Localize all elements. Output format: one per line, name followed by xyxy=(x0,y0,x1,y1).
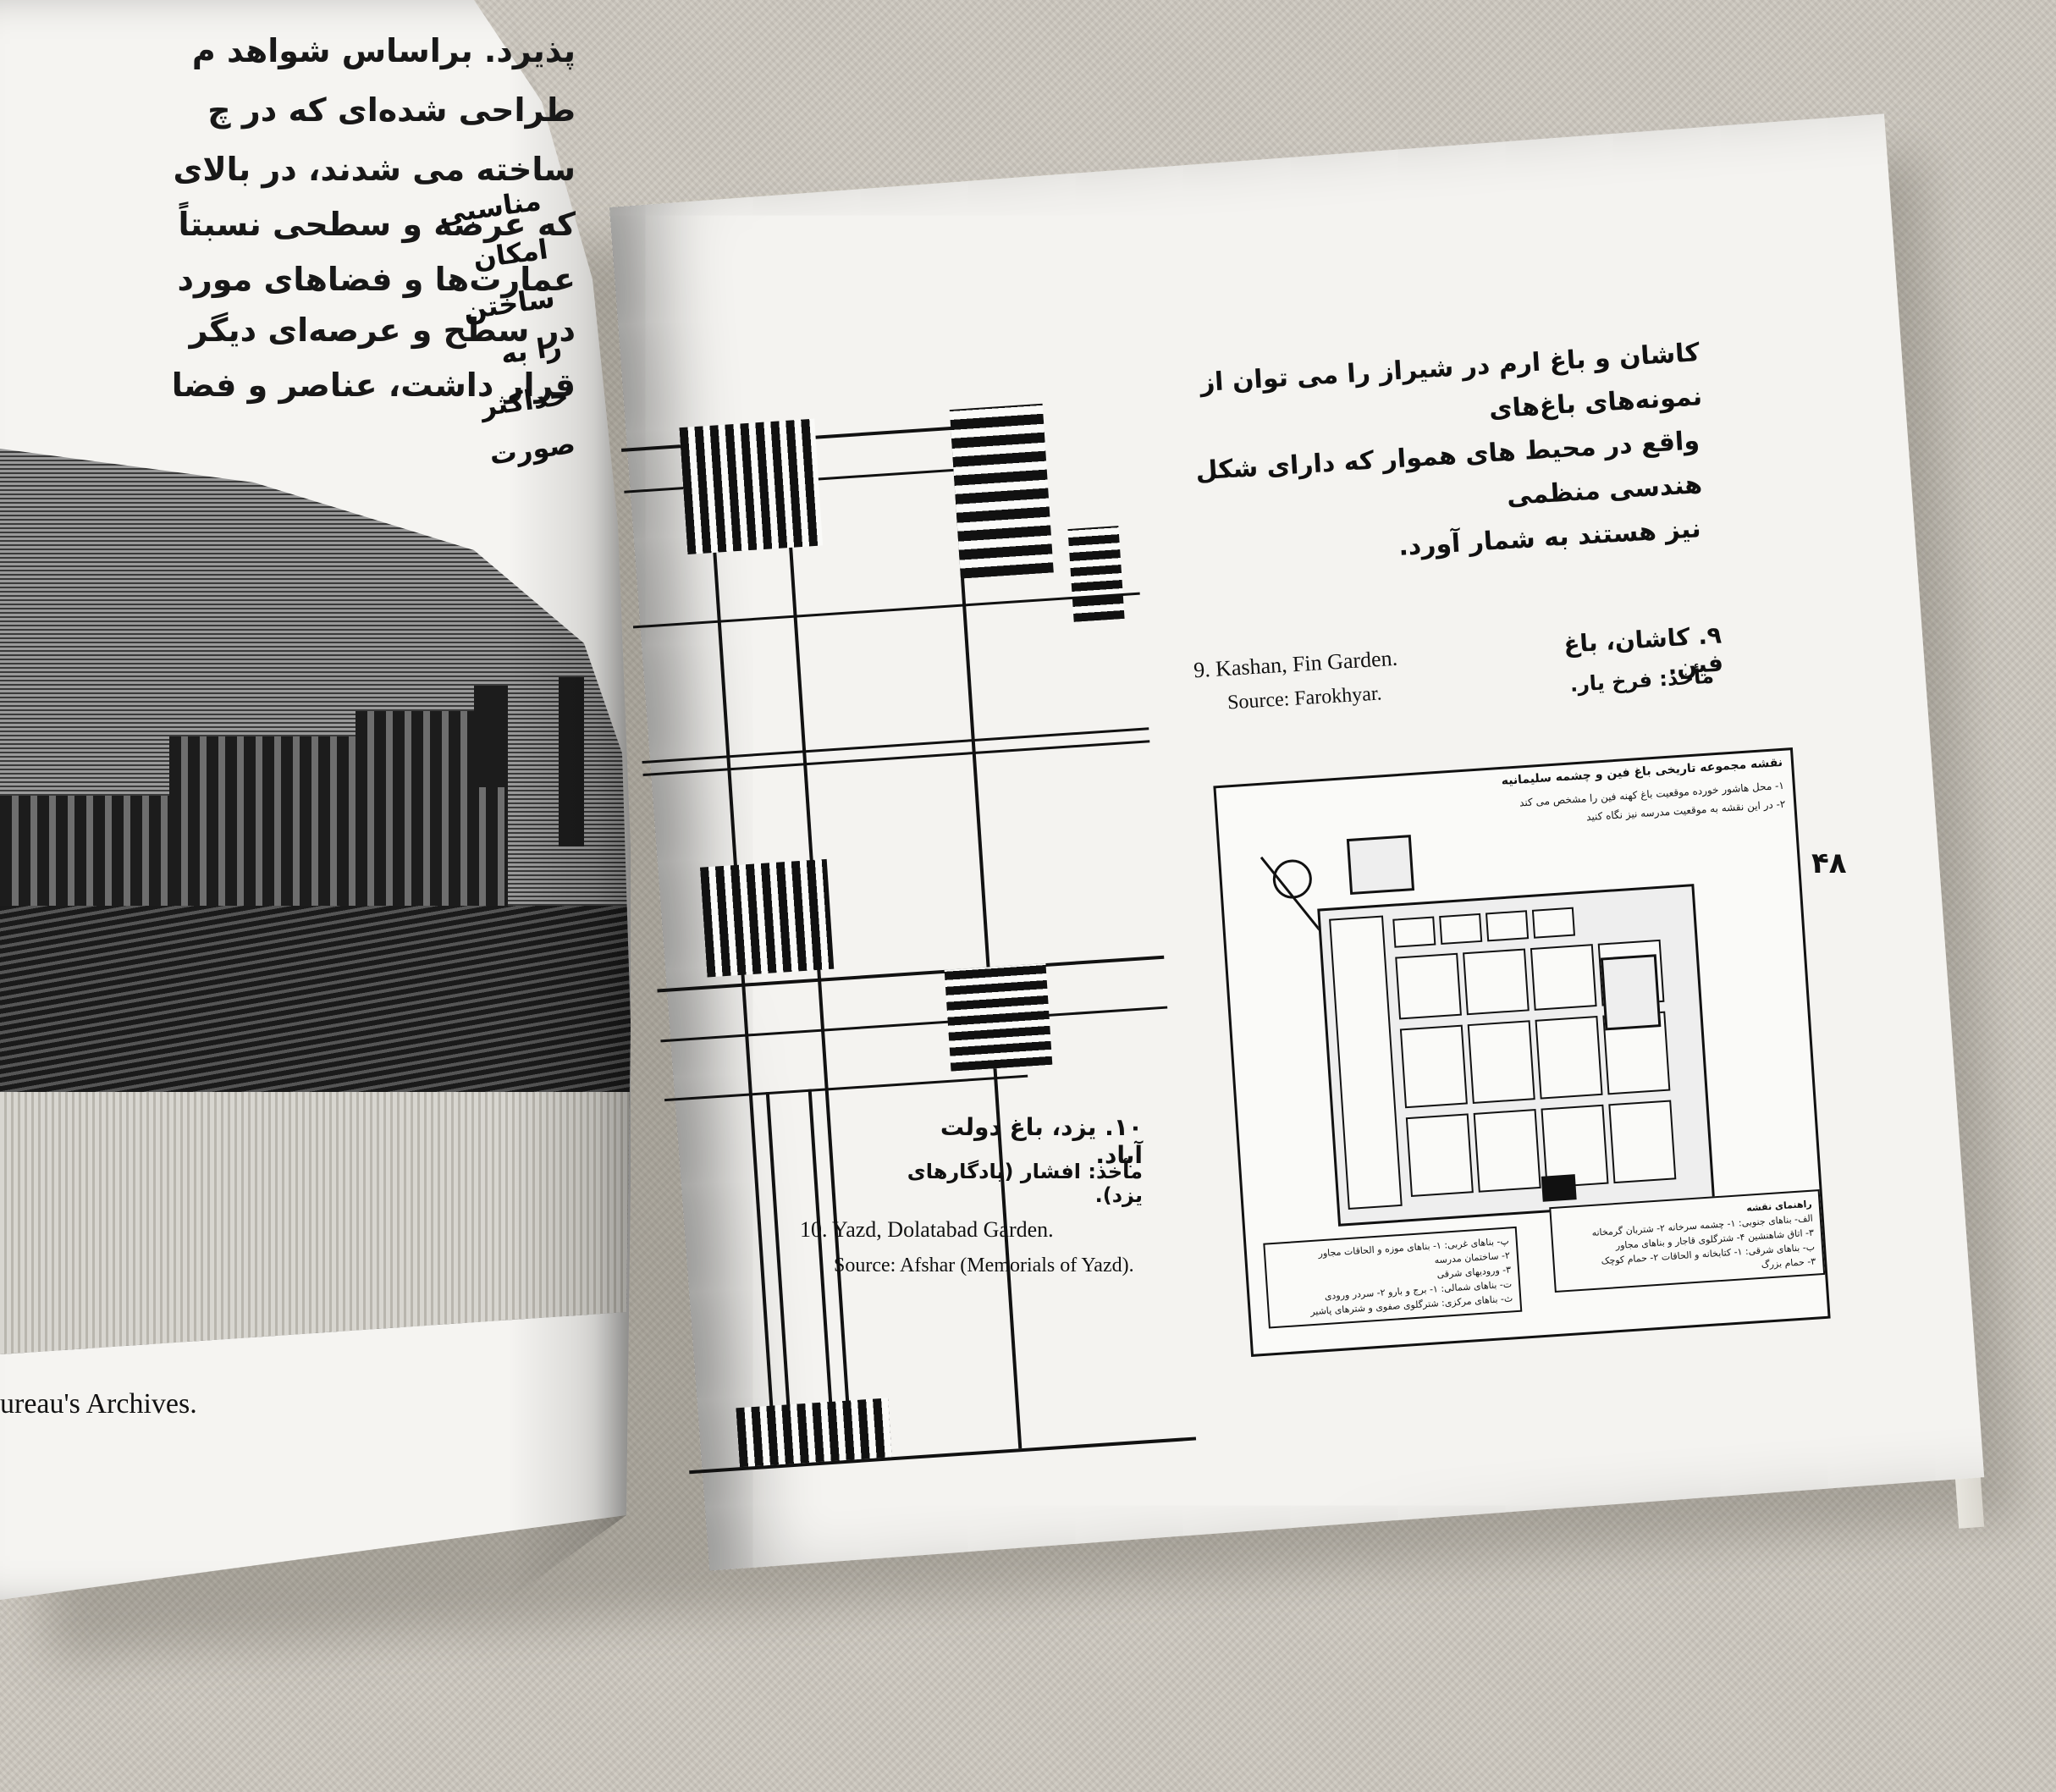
fig10-fa-source: مأخذ: افشار (یادگارهای یزد). xyxy=(907,1160,1143,1207)
pavilion-middle xyxy=(699,858,835,978)
body-line: طراحی شده‌ای که در چ xyxy=(207,91,576,129)
building-right xyxy=(949,403,1054,579)
tower-right xyxy=(1067,526,1125,622)
dolatabad-garden-plan xyxy=(618,361,1239,1487)
right-page-intro: کاشان و باغ ارم در شیراز را می توان از ن… xyxy=(1177,338,1704,567)
body-line: قرار داشت، عناصر و فضا xyxy=(171,367,576,404)
fig10-fa-title: ۱۰. یزد، باغ دولت آباد. xyxy=(940,1113,1143,1169)
body-line: در سطح و عرصه‌ای دیگر xyxy=(189,312,576,349)
garden-annex xyxy=(1600,954,1662,1031)
left-caption: ureau's Archives. xyxy=(0,1388,197,1420)
fig10-en-title: 10. Yazd, Dolatabad Garden. xyxy=(800,1217,1054,1242)
annex-middle xyxy=(944,962,1053,1072)
body-line: پذیرد. براساس شواهد م xyxy=(191,32,576,69)
body-line: عمارت‌ها و فضاهای مورد xyxy=(177,261,576,298)
page-number: ۴۸ xyxy=(1811,846,1847,880)
plan-legend-west: پ- بناهای غربی: ۱- بناهای موزه و الحاقات… xyxy=(1263,1226,1523,1329)
fin-garden-plan: نقشه مجموعه تاریخی باغ فین و چشمه سلیمان… xyxy=(1213,747,1831,1357)
gate-bottom xyxy=(736,1398,892,1468)
engraving-illustration xyxy=(0,449,631,1354)
body-line: ساخته می شدند، در بالای xyxy=(173,151,576,188)
garden-enclosure xyxy=(1317,884,1716,1227)
pavilion-top xyxy=(679,418,824,554)
plan-legend: راهنمای نقشه الف- بناهای جنوبی: ۱- چشمه … xyxy=(1549,1189,1826,1293)
body-line: که عرصه و سطحی نسبتاً xyxy=(178,206,576,243)
fig10-en-source: Source: Afshar (Memorials of Yazd). xyxy=(834,1254,1134,1276)
garden-tower xyxy=(1346,835,1415,896)
